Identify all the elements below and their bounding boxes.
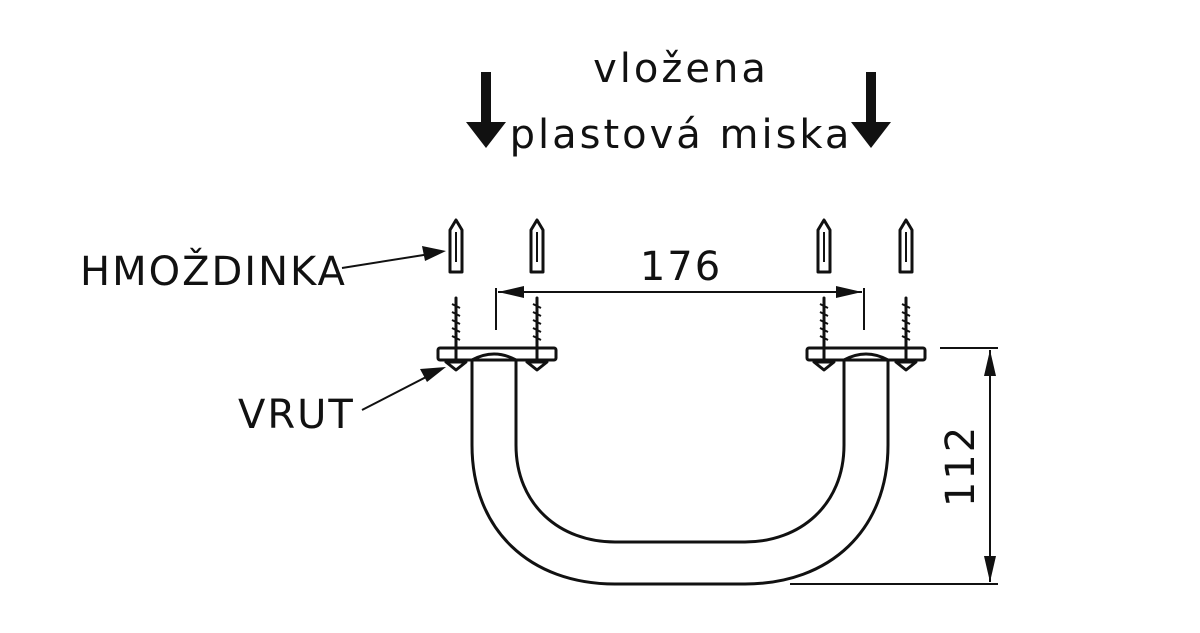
title-line-2: plastová miska (510, 112, 853, 158)
screw-4 (894, 296, 918, 372)
dowel-1 (448, 218, 464, 274)
dowel-3 (816, 218, 832, 274)
width-dimension: 176 (495, 244, 865, 330)
flange-left (436, 346, 558, 362)
screw-2 (525, 296, 549, 372)
dowel-2 (529, 218, 545, 274)
screw-1 (444, 296, 468, 372)
dowel-label: HMOŽDINKA (80, 247, 347, 295)
screw-label: VRUT (238, 392, 355, 438)
flange-right (805, 346, 927, 362)
down-arrow-icon-right (851, 72, 891, 148)
title-line-1: vložena (593, 46, 769, 92)
screw-callout: VRUT (238, 367, 446, 438)
width-value: 176 (640, 244, 722, 290)
height-dimension: 112 (790, 347, 998, 585)
dowel-4 (898, 218, 914, 274)
down-arrow-icon-left (466, 72, 506, 148)
dowel-callout: HMOŽDINKA (80, 246, 446, 295)
height-value: 112 (938, 425, 984, 507)
screw-3 (812, 296, 836, 372)
grab-bar (470, 352, 890, 586)
